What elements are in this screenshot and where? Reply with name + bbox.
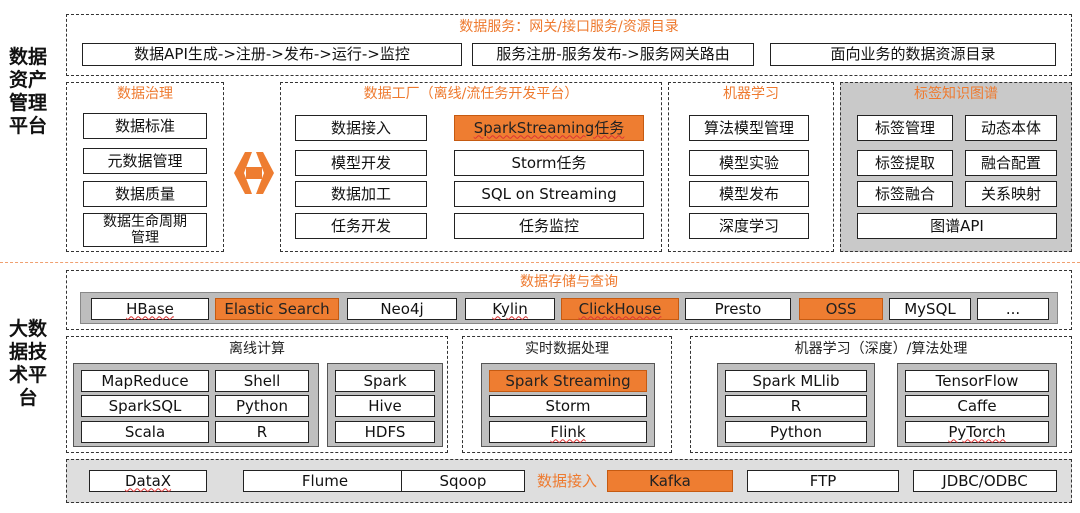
storage-more: ... <box>977 298 1049 320</box>
storage-hbase: HBase <box>91 298 209 320</box>
tag-extraction: 标签提取 <box>857 150 953 176</box>
tag-fusion-config: 融合配置 <box>965 150 1057 176</box>
offline-python: Python <box>215 395 309 417</box>
storage-clickhouse: ClickHouse <box>561 298 679 320</box>
storage-elasticsearch: Elastic Search <box>215 298 339 320</box>
platform-label-tech: 大数据技术平台 <box>8 318 47 409</box>
realtime-panel: 实时数据处理 Spark Streaming Storm Flink <box>462 336 672 453</box>
tag-relation-mapping: 关系映射 <box>965 181 1057 207</box>
service-api-lifecycle: 数据API生成->注册->发布->运行->监控 <box>82 43 462 66</box>
realtime-storm: Storm <box>489 395 647 417</box>
graph-api: 图谱API <box>857 213 1057 239</box>
algo-caffe: Caffe <box>905 395 1049 417</box>
algo-spark-mllib: Spark MLlib <box>725 370 867 392</box>
governance-metadata: 元数据管理 <box>83 148 207 174</box>
algo-pytorch: PyTorch <box>905 421 1049 443</box>
tag-graph-title: 标签知识图谱 <box>914 86 998 102</box>
ingest-kafka: Kafka <box>607 470 733 492</box>
factory-title: 数据工厂（离线/流任务开发平台） <box>363 86 579 102</box>
governance-standard: 数据标准 <box>83 113 207 139</box>
storage-presto: Presto <box>685 298 791 320</box>
governance-lifecycle: 数据生命周期 管理 <box>83 213 207 247</box>
factory-ingest: 数据接入 <box>295 115 427 141</box>
storage-neo4j: Neo4j <box>347 298 457 320</box>
storage-kylin-label: Kylin <box>492 299 528 318</box>
ml-algorithm-model: 算法模型管理 <box>689 115 809 141</box>
ingest-datax-label: DataX <box>124 471 172 490</box>
factory-model-dev: 模型开发 <box>295 150 427 176</box>
realtime-flink-label: Flink <box>550 422 586 441</box>
offline-shell: Shell <box>215 370 309 392</box>
storage-clickhouse-label: ClickHouse <box>578 299 662 318</box>
governance-quality: 数据质量 <box>83 181 207 207</box>
bidirectional-arrow-icon <box>234 152 274 194</box>
ml-experiment: 模型实验 <box>689 150 809 176</box>
data-services-title: 数据服务：网关/接口服务/资源目录 <box>459 19 679 35</box>
platform-label-management: 数据资产管理平台 <box>8 46 47 137</box>
factory-panel: 数据工厂（离线/流任务开发平台） 数据接入 模型开发 数据加工 任务开发 Spa… <box>280 82 662 252</box>
storage-oss: OSS <box>799 298 883 320</box>
factory-sparkstreaming-task: SparkStreaming任务 <box>454 115 644 141</box>
offline-panel: 离线计算 MapReduce Shell SparkSQL Python Sca… <box>66 336 448 453</box>
ml-title: 机器学习 <box>723 86 779 102</box>
ingest-ftp: FTP <box>747 470 899 492</box>
offline-scala: Scala <box>81 421 209 443</box>
factory-processing: 数据加工 <box>295 181 427 207</box>
storage-panel: 数据存储与查询 HBase Elastic Search Neo4j Kylin… <box>66 270 1072 330</box>
algo-pytorch-label: PyTorch <box>948 422 1006 441</box>
factory-sparkstreaming-label: SparkStreaming任务 <box>473 118 625 137</box>
service-registration: 服务注册-服务发布->服务网关路由 <box>472 43 754 66</box>
storage-mysql: MySQL <box>889 298 971 320</box>
governance-panel: 数据治理 数据标准 元数据管理 数据质量 数据生命周期 管理 <box>66 82 224 252</box>
offline-hive: Hive <box>335 395 435 417</box>
ml-deep-learning: 深度学习 <box>689 213 809 239</box>
offline-r: R <box>215 421 309 443</box>
realtime-spark-streaming: Spark Streaming <box>489 370 647 392</box>
service-resource-catalog: 面向业务的数据资源目录 <box>770 43 1056 66</box>
storage-kylin: Kylin <box>465 298 555 320</box>
realtime-flink: Flink <box>489 421 647 443</box>
ingest-flume: Flume <box>243 470 407 492</box>
algo-python: Python <box>725 421 867 443</box>
ml-publish: 模型发布 <box>689 181 809 207</box>
offline-title: 离线计算 <box>229 341 285 357</box>
algo-tensorflow: TensorFlow <box>905 370 1049 392</box>
tag-management: 标签管理 <box>857 115 953 141</box>
ingest-jdbc-odbc: JDBC/ODBC <box>913 470 1057 492</box>
offline-hdfs: HDFS <box>335 421 435 443</box>
ingest-datax: DataX <box>89 470 207 492</box>
offline-sparksql: SparkSQL <box>81 395 209 417</box>
algo-r: R <box>725 395 867 417</box>
factory-task-monitor: 任务监控 <box>454 213 644 239</box>
ingest-panel: DataX Flume Sqoop 数据接入 Kafka FTP JDBC/OD… <box>66 459 1072 503</box>
storage-title: 数据存储与查询 <box>520 274 618 290</box>
factory-task-dev: 任务开发 <box>295 213 427 239</box>
storage-hbase-label: HBase <box>126 299 174 318</box>
data-services-panel: 数据服务：网关/接口服务/资源目录 数据API生成->注册->发布->运行->监… <box>66 14 1072 76</box>
ingest-sqoop: Sqoop <box>401 470 525 492</box>
algo-spark-mllib-label: Spark MLlib <box>752 371 840 390</box>
offline-spark: Spark <box>335 370 435 392</box>
factory-storm-task: Storm任务 <box>454 150 644 176</box>
algo-panel: 机器学习（深度）/算法处理 Spark MLlib R Python Tenso… <box>690 336 1072 453</box>
tag-fusion: 标签融合 <box>857 181 953 207</box>
platform-separator <box>0 262 1080 263</box>
tag-dynamic-ontology: 动态本体 <box>965 115 1057 141</box>
algo-title: 机器学习（深度）/算法处理 <box>794 341 968 357</box>
tag-graph-panel: 标签知识图谱 标签管理 动态本体 标签提取 融合配置 标签融合 关系映射 图谱A… <box>840 82 1072 252</box>
ingest-label: 数据接入 <box>536 472 597 490</box>
offline-mapreduce: MapReduce <box>81 370 209 392</box>
realtime-title: 实时数据处理 <box>525 341 609 357</box>
governance-title: 数据治理 <box>117 86 173 102</box>
factory-sql-streaming: SQL on Streaming <box>454 181 644 207</box>
ml-panel: 机器学习 算法模型管理 模型实验 模型发布 深度学习 <box>668 82 834 252</box>
